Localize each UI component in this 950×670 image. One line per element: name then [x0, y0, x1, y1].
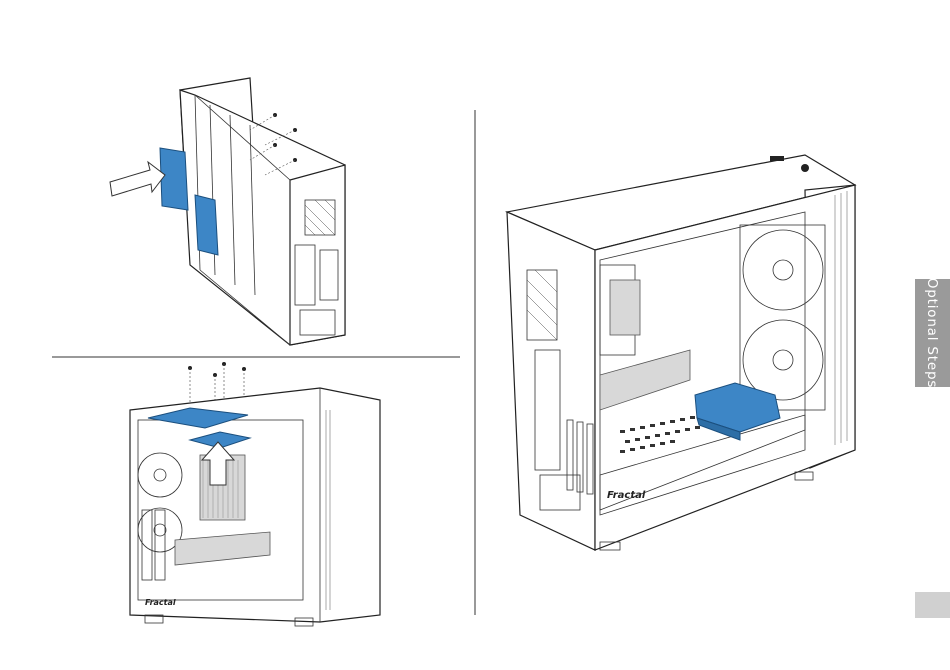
section-tab-optional-steps[interactable]: Optional Steps	[915, 279, 950, 387]
illustration-drive-tray-insert	[100, 70, 370, 350]
illustration-bottom-drive-installed: Fractal	[505, 150, 865, 560]
case-logo-large: Fractal	[607, 490, 645, 501]
illustration-top-drive-mount: Fractal	[120, 360, 390, 640]
page-tab	[915, 592, 950, 618]
section-tab-label: Optional Steps	[925, 278, 941, 388]
case-logo-small: Fractal	[145, 598, 176, 607]
